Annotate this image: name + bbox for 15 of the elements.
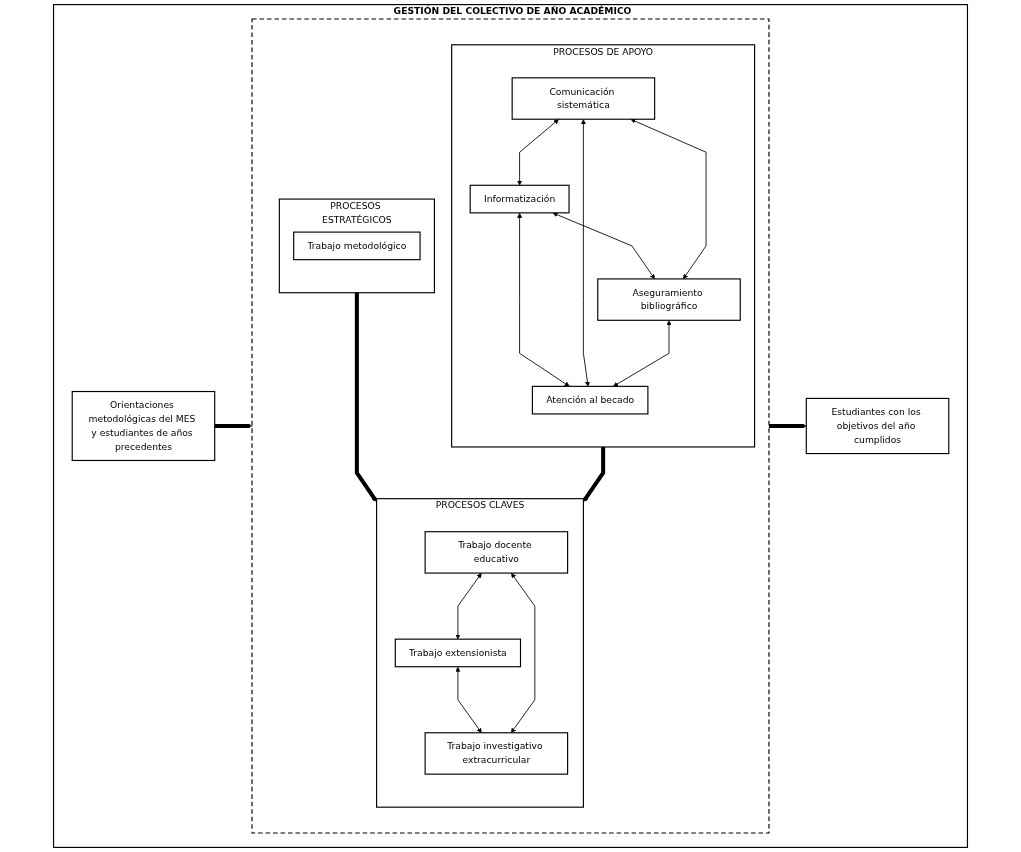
cluster bbox=[251, 18, 770, 834]
arrow bbox=[354, 292, 377, 502]
node-box: Comunicación sistemática bbox=[511, 77, 656, 120]
node-box: Trabajo metodológico bbox=[293, 231, 421, 261]
node-box: Informatización bbox=[469, 184, 570, 214]
arrow bbox=[768, 423, 807, 429]
arrow bbox=[583, 446, 606, 502]
arrow bbox=[214, 423, 253, 429]
node-box: Trabajo investigativo extracurricular bbox=[424, 732, 569, 775]
node-box: Orientaciones metodológicas del MES y estudiantes de años precedentes bbox=[71, 390, 216, 462]
node-box: Trabajo extensionista bbox=[394, 638, 522, 668]
node-box: Estudiantes con los objetivos del año cumplidos bbox=[805, 397, 950, 455]
node-box: Aseguramiento bibliográfico bbox=[597, 278, 741, 321]
node-box: Trabajo docente educativo bbox=[424, 531, 569, 574]
node-box: Atención al becado bbox=[531, 385, 649, 415]
